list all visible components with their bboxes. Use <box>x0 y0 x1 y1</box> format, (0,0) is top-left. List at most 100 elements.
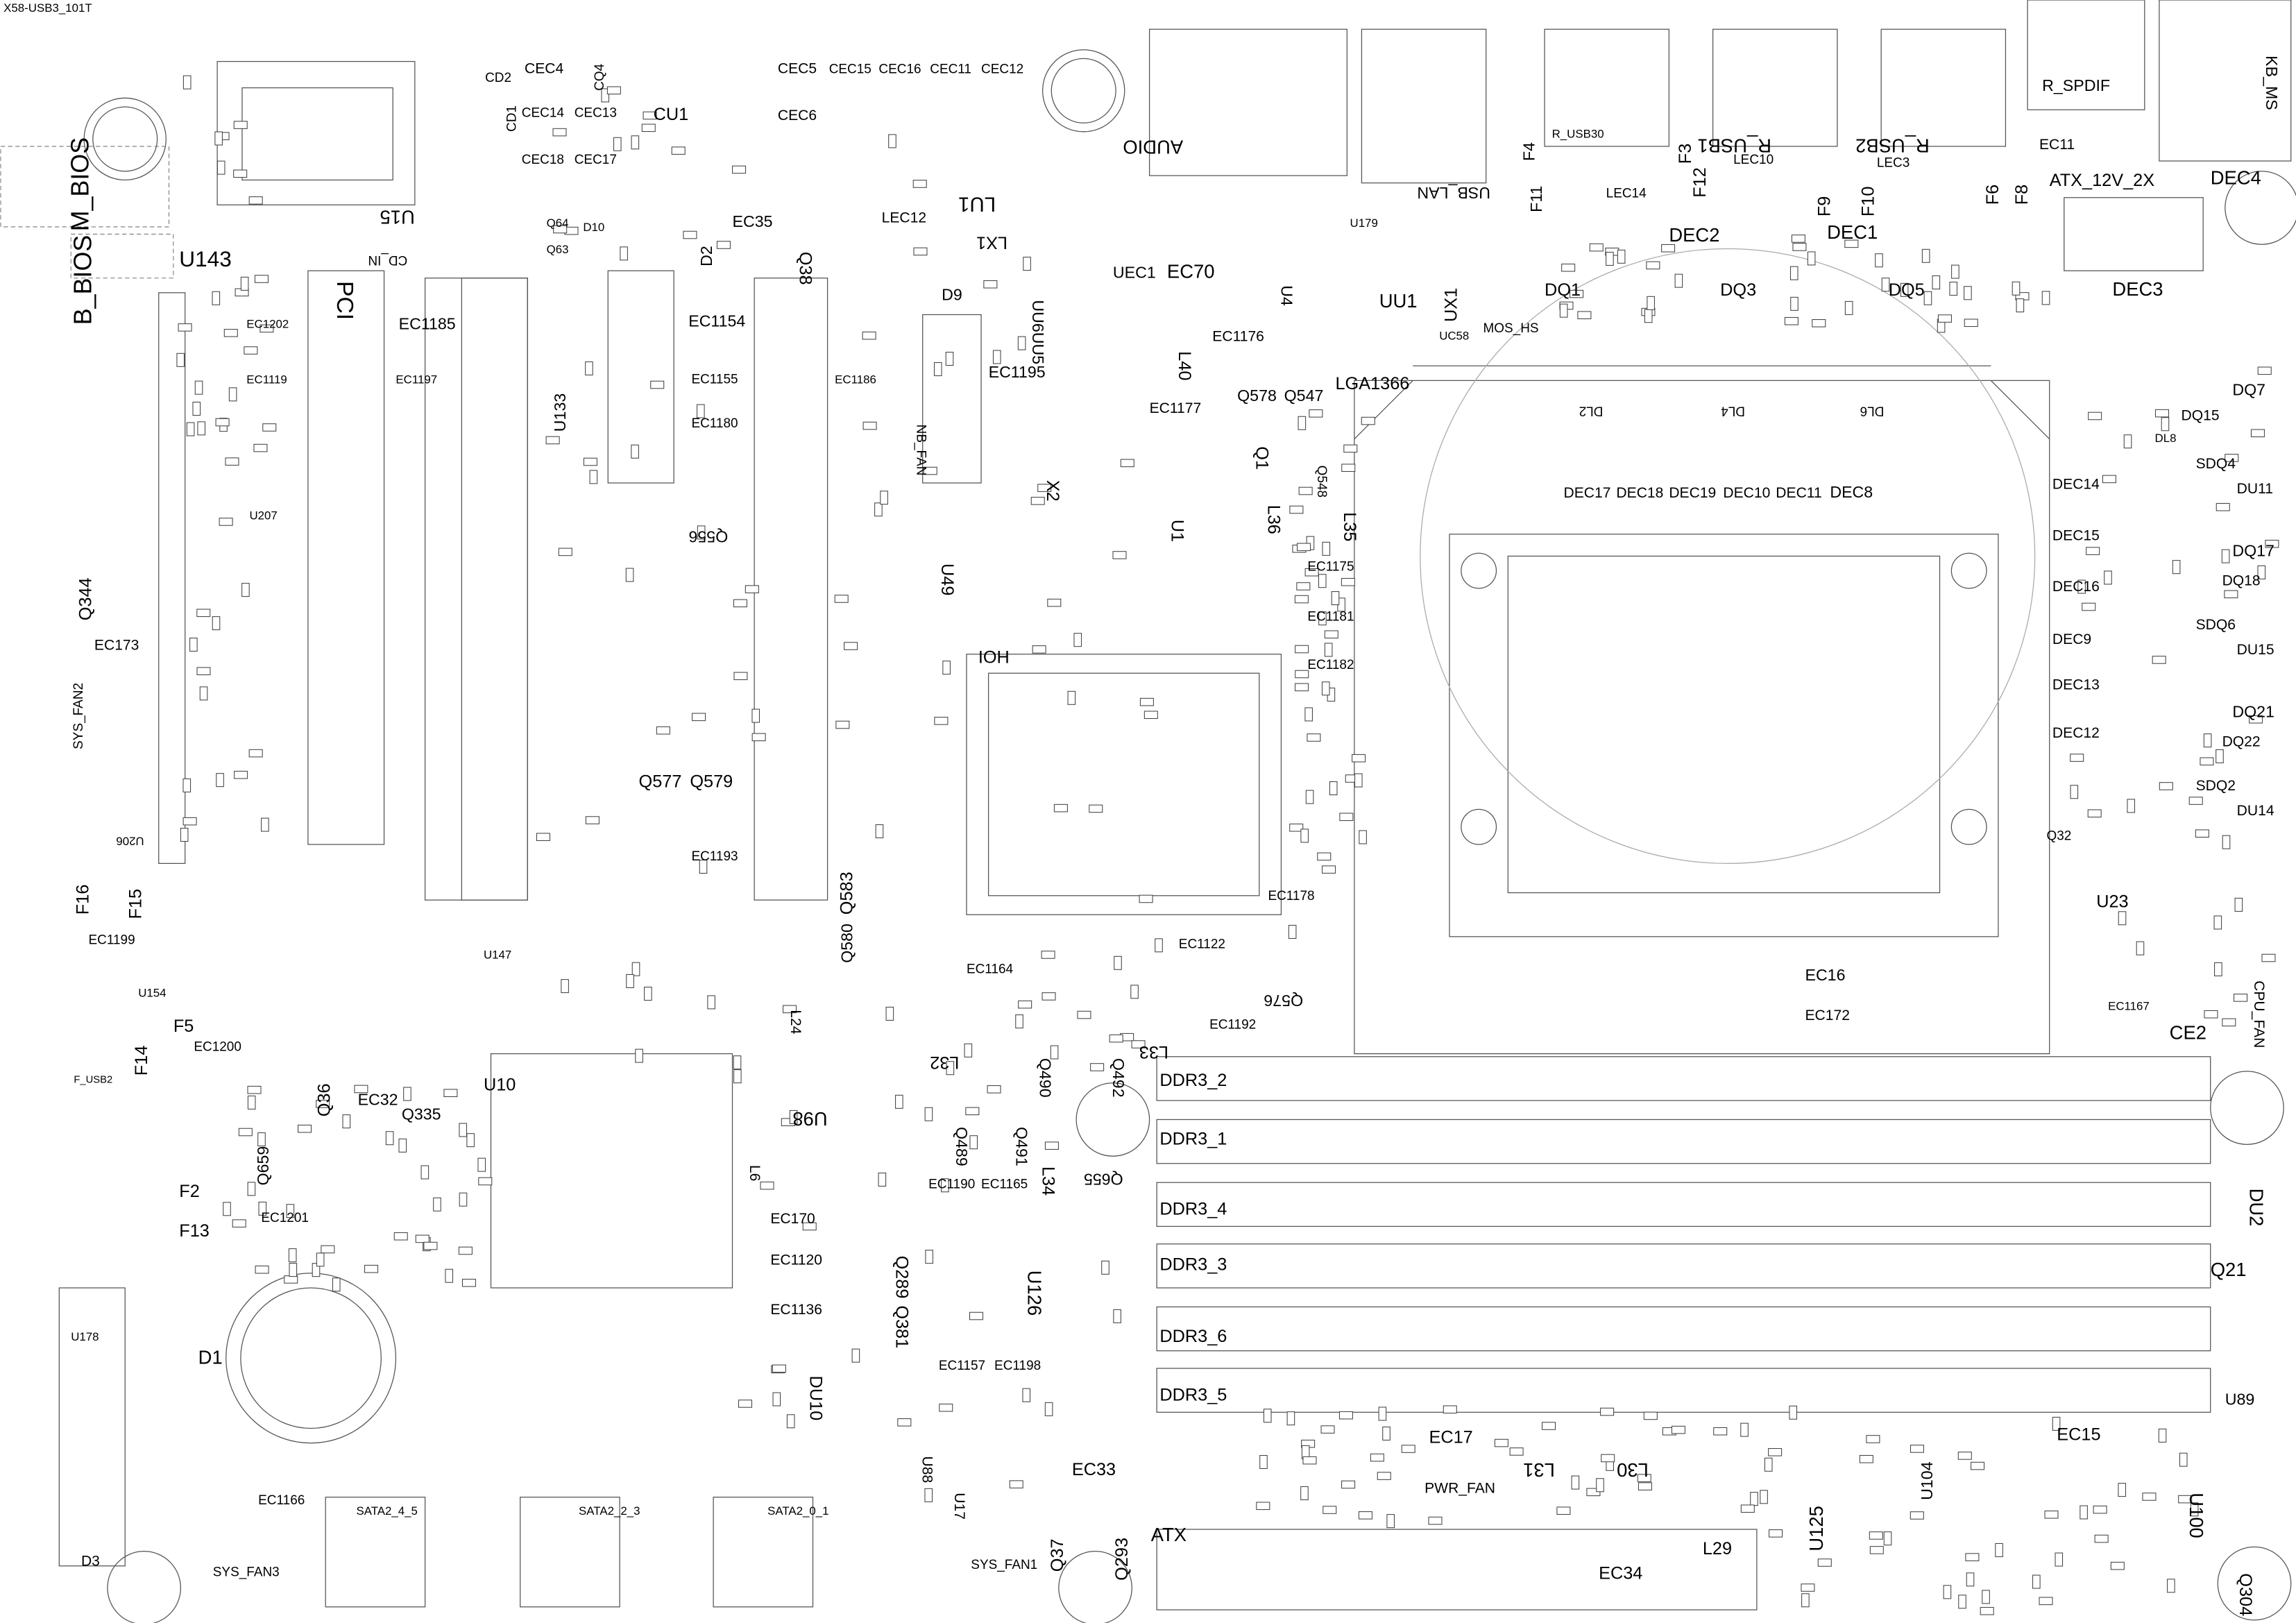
component-label: DEC1 <box>1827 221 1878 243</box>
smd-pad <box>1361 416 1375 425</box>
component-label: DEC17 <box>1563 485 1610 501</box>
smd-pad <box>969 1311 984 1320</box>
component-label: SDQ6 <box>2196 617 2236 633</box>
component-label: U126 <box>1024 1271 1046 1316</box>
smd-pad <box>1844 300 1853 315</box>
smd-pad <box>862 421 877 430</box>
component-label: Q655 <box>1084 1171 1123 1189</box>
smd-pad <box>1037 484 1052 492</box>
smd-pad <box>789 1110 798 1124</box>
smd-pad <box>626 974 634 988</box>
smd-pad <box>2224 590 2238 599</box>
smd-pad <box>1644 309 1653 323</box>
smd-pad <box>536 833 550 842</box>
smd-pad <box>1883 1531 1892 1546</box>
smd-pad <box>2055 1552 2064 1567</box>
component-label: EC1178 <box>1268 889 1314 903</box>
smd-pad <box>683 230 697 239</box>
smd-pad <box>1586 1488 1601 1497</box>
smd-pad <box>699 859 708 874</box>
smd-pad <box>1359 830 1367 844</box>
smd-pad <box>933 362 942 377</box>
smd-pad <box>2195 829 2209 838</box>
smd-pad <box>880 491 888 505</box>
smd-pad <box>1817 1558 1832 1567</box>
smd-pad <box>1256 1502 1270 1511</box>
component-label: DDR3_6 <box>1159 1327 1227 1346</box>
smd-pad <box>1378 1407 1387 1421</box>
smd-pad <box>1329 781 1338 796</box>
component-label: EC1167 <box>2108 999 2150 1012</box>
component-label: CD1 <box>504 105 519 132</box>
component-label: Q344 <box>76 577 96 620</box>
smd-pad <box>1647 296 1655 310</box>
smd-pad <box>1949 282 1958 296</box>
component-label: U98 <box>792 1108 827 1130</box>
cpu-socket-frame <box>1507 555 1941 894</box>
smd-pad <box>216 773 224 788</box>
component-label: Q576 <box>1264 992 1303 1010</box>
smd-pad <box>2039 1597 2053 1606</box>
component-label: DU15 <box>2237 642 2274 658</box>
smd-pad <box>1980 1606 1994 1615</box>
smd-pad <box>176 352 185 367</box>
smd-pad <box>189 637 198 652</box>
smd-pad <box>2094 1534 2109 1543</box>
component-label: DEC2 <box>1669 224 1719 246</box>
component-label: DU11 <box>2237 481 2273 497</box>
component-label: UX1 <box>1442 288 1461 322</box>
smd-pad <box>2225 454 2239 462</box>
smd-pad <box>1971 1461 1985 1470</box>
smd-pad <box>2172 560 2181 575</box>
component-label: EC173 <box>94 637 139 653</box>
smd-pad <box>2142 1493 2157 1501</box>
smd-pad <box>1869 1546 1884 1554</box>
smd-pad <box>1674 273 1683 288</box>
b-bios-socket <box>70 233 174 279</box>
component-label: SDQ4 <box>2196 456 2236 472</box>
smd-pad <box>1341 464 1356 473</box>
smd-pad <box>1556 1506 1571 1515</box>
smd-pad <box>2118 1483 2127 1497</box>
smd-pad <box>1341 1480 1356 1489</box>
component-label: D2 <box>697 246 715 266</box>
smd-pad <box>182 75 192 90</box>
component-label: Q32 <box>2046 829 2071 844</box>
smd-pad <box>214 131 223 146</box>
component-label: EC1197 <box>396 373 437 386</box>
component-label: F16 <box>74 885 93 915</box>
smd-pad <box>946 1061 955 1076</box>
sata-connector <box>325 1496 426 1608</box>
component-label: PCI <box>332 281 358 320</box>
smd-pad <box>1018 1000 1032 1009</box>
smd-pad <box>2216 749 2224 763</box>
smd-pad <box>466 1133 475 1148</box>
component-label: LEC3 <box>1877 155 1910 170</box>
smd-pad <box>260 324 274 333</box>
mounting-hole <box>2225 171 2296 245</box>
smd-pad <box>1077 1010 1091 1019</box>
smd-pad <box>2082 602 2096 611</box>
smd-pad <box>298 1124 312 1133</box>
ioh-chip <box>966 654 1282 915</box>
component-label: Q490 <box>1036 1058 1054 1098</box>
component-label: DU10 <box>806 1376 825 1421</box>
component-label: EC17 <box>1429 1428 1472 1447</box>
component-label: Q381 <box>892 1305 912 1348</box>
smd-pad <box>2070 754 2084 762</box>
smd-pad <box>851 1348 860 1363</box>
smd-pad <box>1869 1531 1883 1540</box>
smd-pad <box>1764 1457 1773 1472</box>
component-label: DQ17 <box>2232 541 2274 559</box>
component-label: U207 <box>250 509 278 522</box>
smd-pad <box>1509 1447 1524 1456</box>
component-label: EC170 <box>770 1211 815 1227</box>
smd-pad <box>1131 1040 1146 1048</box>
atx-power-connector <box>1156 1529 1758 1611</box>
component-label: L40 <box>1175 351 1194 380</box>
component-label: Q578 <box>1237 386 1277 405</box>
component-label: F12 <box>1690 167 1710 198</box>
component-label: CQ4 <box>593 64 607 91</box>
component-label: UEC1 <box>1113 264 1156 282</box>
smd-pad <box>1943 1585 1952 1599</box>
